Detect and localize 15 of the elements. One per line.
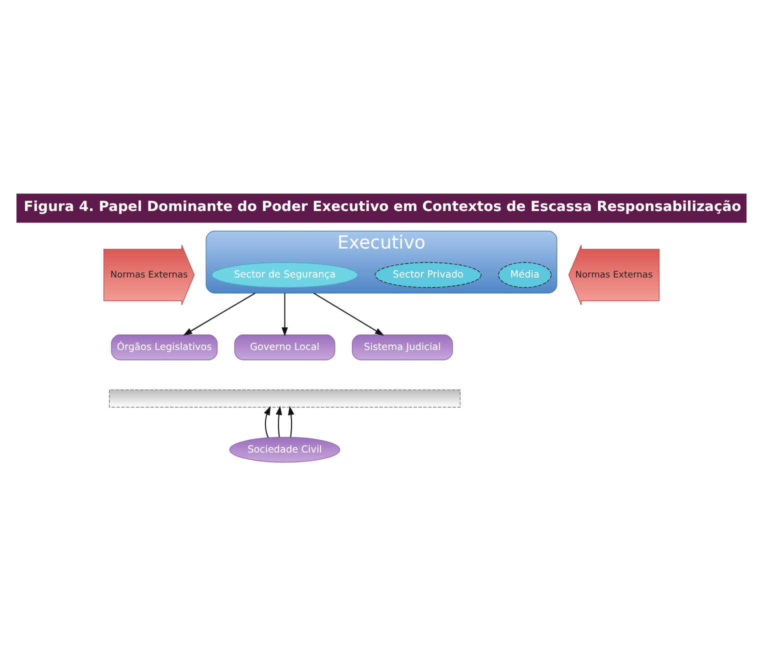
node-box: Governo Local: [234, 334, 336, 360]
node-box: Órgãos Legislativos: [111, 334, 218, 360]
node-ellipse: Sociedade Civil: [229, 436, 340, 463]
arrow: [264, 406, 271, 438]
arrow: [183, 292, 256, 336]
node-box: Sistema Judicial: [352, 334, 453, 360]
diagram-title: Figura 4. Papel Dominante do Poder Executivo em Contextos de Escassa Responsabilização: [24, 198, 742, 215]
node-ellipse: Sector de Segurança: [211, 262, 358, 288]
arrow: [288, 406, 294, 438]
node-bar: [109, 389, 460, 408]
arrow: [313, 292, 384, 336]
arrow: [282, 293, 288, 336]
arrow: [276, 406, 282, 438]
node-ellipse: Sector Privado: [374, 262, 482, 288]
node-ellipse: Média: [498, 262, 552, 288]
